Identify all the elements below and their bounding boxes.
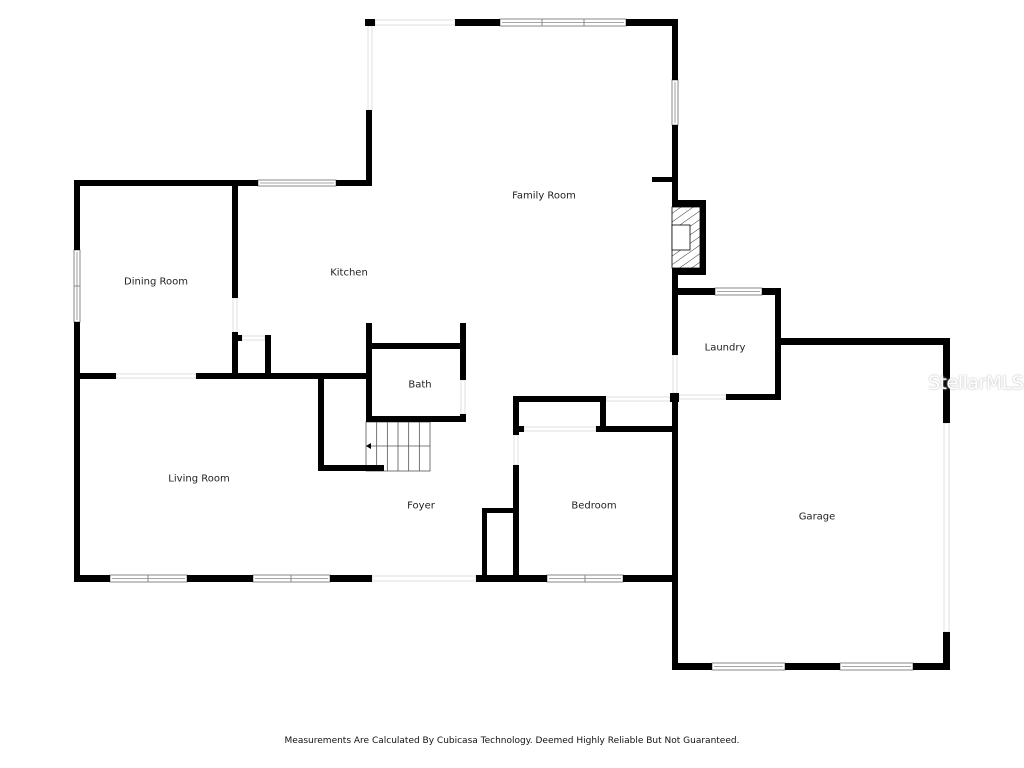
window [671,79,679,126]
windows [73,18,914,671]
door-opening [232,297,238,333]
wall-segment [460,414,466,422]
room-label-laundry: Laundry [704,342,746,354]
door-opening [943,422,950,633]
wall-segment [513,396,519,435]
window [257,179,337,187]
wall-segment [336,180,372,186]
wall-segment [626,19,678,26]
wall-segment [700,200,706,275]
room-label-garage: Garage [798,511,836,523]
wall-segment [366,110,372,186]
wall-segment [366,416,466,422]
window [109,574,188,583]
door-opening [115,373,197,379]
room-label-bath: Bath [408,379,432,391]
wall-segment [74,575,110,582]
window [252,574,331,583]
wall-segment [672,200,706,207]
wall-segment [785,663,840,670]
wall-segment [943,632,950,670]
wall-segment [482,508,487,580]
wall-segment [74,373,116,379]
wall-segment [513,426,524,432]
wall-segment [726,394,781,400]
wall-segment [600,396,606,431]
wall-segment [330,575,372,582]
wall-segment [455,19,500,26]
measurement-disclaimer: Measurements Are Calculated By Cubicasa … [284,736,740,746]
door-opening [241,335,266,341]
wall-segment [482,508,516,513]
room-label-living-room: Living Room [168,473,230,485]
wall-segment [365,19,375,26]
door-opening [374,19,456,26]
wall-segment [318,465,384,471]
wall-segment [672,396,678,670]
window [839,662,914,671]
wall-segment [672,268,706,275]
room-label-kitchen: Kitchen [330,267,368,279]
wall-segment [513,465,519,582]
window [714,287,763,296]
wall-segment [513,396,606,402]
wall-segment [652,177,672,182]
fireplace-icon [671,206,701,269]
wall-segment [672,275,678,355]
door-opening [460,379,466,415]
wall-segment [74,180,258,186]
door-opening [513,434,519,466]
wall-segment [762,288,781,295]
wall-segment [196,373,366,379]
stellarmls-watermark: StellarMLS [928,372,1024,394]
wall-segment [913,663,950,670]
door-opening [371,575,477,582]
wall-segment [366,323,372,422]
wall-segment [232,332,238,376]
room-label-bedroom: Bedroom [571,500,617,512]
door-opening [672,354,678,394]
walls [74,19,950,670]
room-label-family-room: Family Room [512,190,576,202]
wall-segment [74,322,80,582]
room-label-foyer: Foyer [407,500,435,512]
door-opening [523,426,597,432]
wall-segment [672,125,678,204]
wall-segment [366,343,466,349]
wall-segment [74,180,80,250]
window [499,18,627,27]
wall-segment [265,335,271,376]
wall-segment [460,323,466,380]
staircase [365,421,431,472]
window [546,574,624,583]
wall-segment [232,335,242,341]
wall-segment [672,663,712,670]
door-opening [367,25,373,111]
stair-direction-arrow-icon [366,443,371,449]
window [73,249,81,323]
wall-segment [187,575,253,582]
window [711,662,786,671]
wall-segment [596,426,672,432]
wall-segment [943,338,950,423]
wall-segment [232,180,238,298]
wall-segment [775,338,950,345]
wall-segment [672,19,678,80]
door-opening [605,396,671,402]
wall-segment [318,373,324,471]
door-openings [115,19,950,633]
wall-segment [476,575,547,582]
room-label-dining-room: Dining Room [124,276,188,288]
door-opening [678,394,727,400]
wall-segment [623,575,678,582]
wall-segment [672,288,715,295]
